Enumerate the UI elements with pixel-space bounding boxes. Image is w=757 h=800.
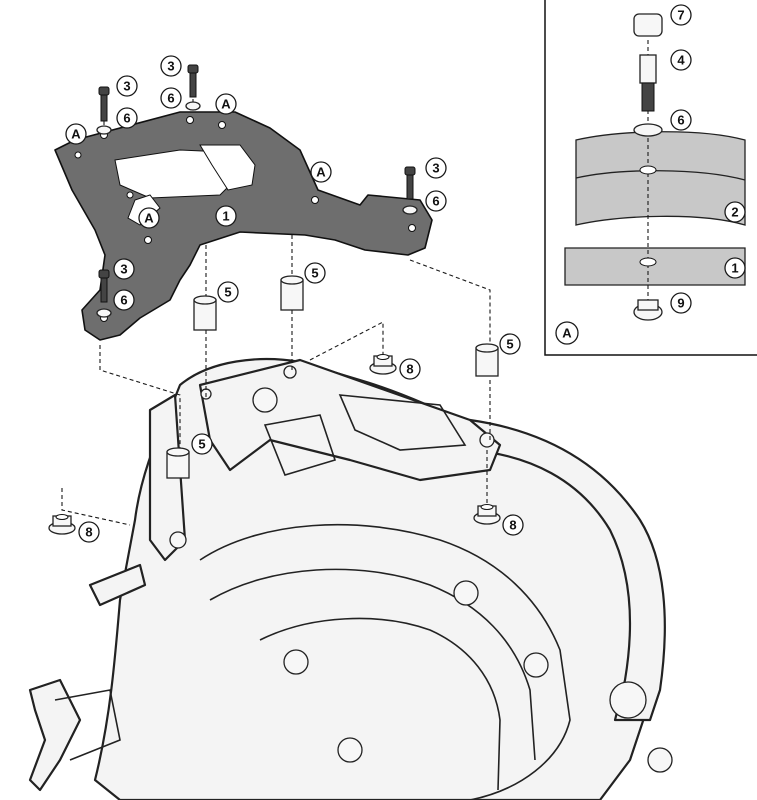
nut-2 xyxy=(48,514,76,535)
svg-text:6: 6 xyxy=(677,113,684,128)
callout-washer-3: 6 xyxy=(425,190,447,212)
svg-text:5: 5 xyxy=(506,337,513,352)
callout-point-a-1: A xyxy=(65,123,87,145)
callout-nut-3: 8 xyxy=(502,514,524,536)
svg-text:4: 4 xyxy=(677,53,685,68)
callout-washer-1: 6 xyxy=(116,107,138,129)
svg-text:3: 3 xyxy=(120,262,127,277)
inset-label: A xyxy=(555,321,579,345)
spacer-2 xyxy=(280,275,304,311)
mounting-plate xyxy=(54,111,433,341)
svg-text:8: 8 xyxy=(85,525,92,540)
bolt-center-top xyxy=(185,64,201,111)
spacer-1 xyxy=(193,295,217,331)
svg-text:A: A xyxy=(221,97,231,112)
bolts-and-washers xyxy=(96,64,418,318)
callout-spacer-2: 5 xyxy=(304,262,326,284)
spacers xyxy=(166,275,499,479)
bolt-right xyxy=(402,166,418,215)
callout-nut-2: 8 xyxy=(78,521,100,543)
svg-text:3: 3 xyxy=(432,161,439,176)
callout-washer-4: 6 xyxy=(113,289,135,311)
flange-nuts xyxy=(48,354,501,535)
callout-spacer-3: 5 xyxy=(499,333,521,355)
callout-labels: 1 3 6 3 6 3 6 3 6 5 5 5 5 8 8 8 A A A A … xyxy=(65,4,746,543)
svg-text:8: 8 xyxy=(509,518,516,533)
svg-text:3: 3 xyxy=(167,59,174,74)
callout-spacer-1: 5 xyxy=(217,281,239,303)
svg-text:A: A xyxy=(316,165,326,180)
callout-inset-plate: 1 xyxy=(724,257,746,279)
callout-inset-frame: 2 xyxy=(724,201,746,223)
callout-bolt-3: 3 xyxy=(425,157,447,179)
bolt-left-bottom xyxy=(96,269,112,318)
svg-text:3: 3 xyxy=(123,79,130,94)
svg-text:8: 8 xyxy=(406,362,413,377)
spacer-4 xyxy=(166,447,190,479)
callout-point-a-4: A xyxy=(138,207,160,229)
callout-bolt-4: 3 xyxy=(113,258,135,280)
callout-nut-1: 8 xyxy=(399,358,421,380)
callout-point-a-2: A xyxy=(215,93,237,115)
svg-text:5: 5 xyxy=(311,266,318,281)
svg-text:6: 6 xyxy=(123,111,130,126)
svg-text:6: 6 xyxy=(432,194,439,209)
callout-bolt-2: 3 xyxy=(160,55,182,77)
svg-text:6: 6 xyxy=(167,91,174,106)
inset-detail-panel xyxy=(544,0,757,356)
svg-text:1: 1 xyxy=(731,261,738,276)
callout-bolt-1: 3 xyxy=(116,75,138,97)
svg-text:1: 1 xyxy=(222,209,229,224)
svg-text:A: A xyxy=(562,326,572,341)
callout-washer-2: 6 xyxy=(160,87,182,109)
svg-text:A: A xyxy=(71,127,81,142)
svg-text:7: 7 xyxy=(677,8,684,23)
svg-text:5: 5 xyxy=(224,285,231,300)
motorcycle-rear-frame xyxy=(28,358,673,800)
bolt-left-top xyxy=(96,86,112,135)
callout-inset-nut: 9 xyxy=(670,292,692,314)
callout-inset-washer: 6 xyxy=(670,109,692,131)
callout-inset-cap: 7 xyxy=(670,4,692,26)
callout-inset-bolt: 4 xyxy=(670,49,692,71)
callout-plate-main: 1 xyxy=(215,205,237,227)
spacer-3 xyxy=(475,343,499,377)
callout-spacer-4: 5 xyxy=(191,433,213,455)
svg-text:A: A xyxy=(144,211,154,226)
callout-point-a-3: A xyxy=(310,161,332,183)
svg-text:2: 2 xyxy=(731,205,738,220)
nut-1 xyxy=(369,354,397,375)
svg-text:6: 6 xyxy=(120,293,127,308)
nut-3 xyxy=(473,504,501,525)
svg-text:9: 9 xyxy=(677,296,684,311)
svg-text:5: 5 xyxy=(198,437,205,452)
